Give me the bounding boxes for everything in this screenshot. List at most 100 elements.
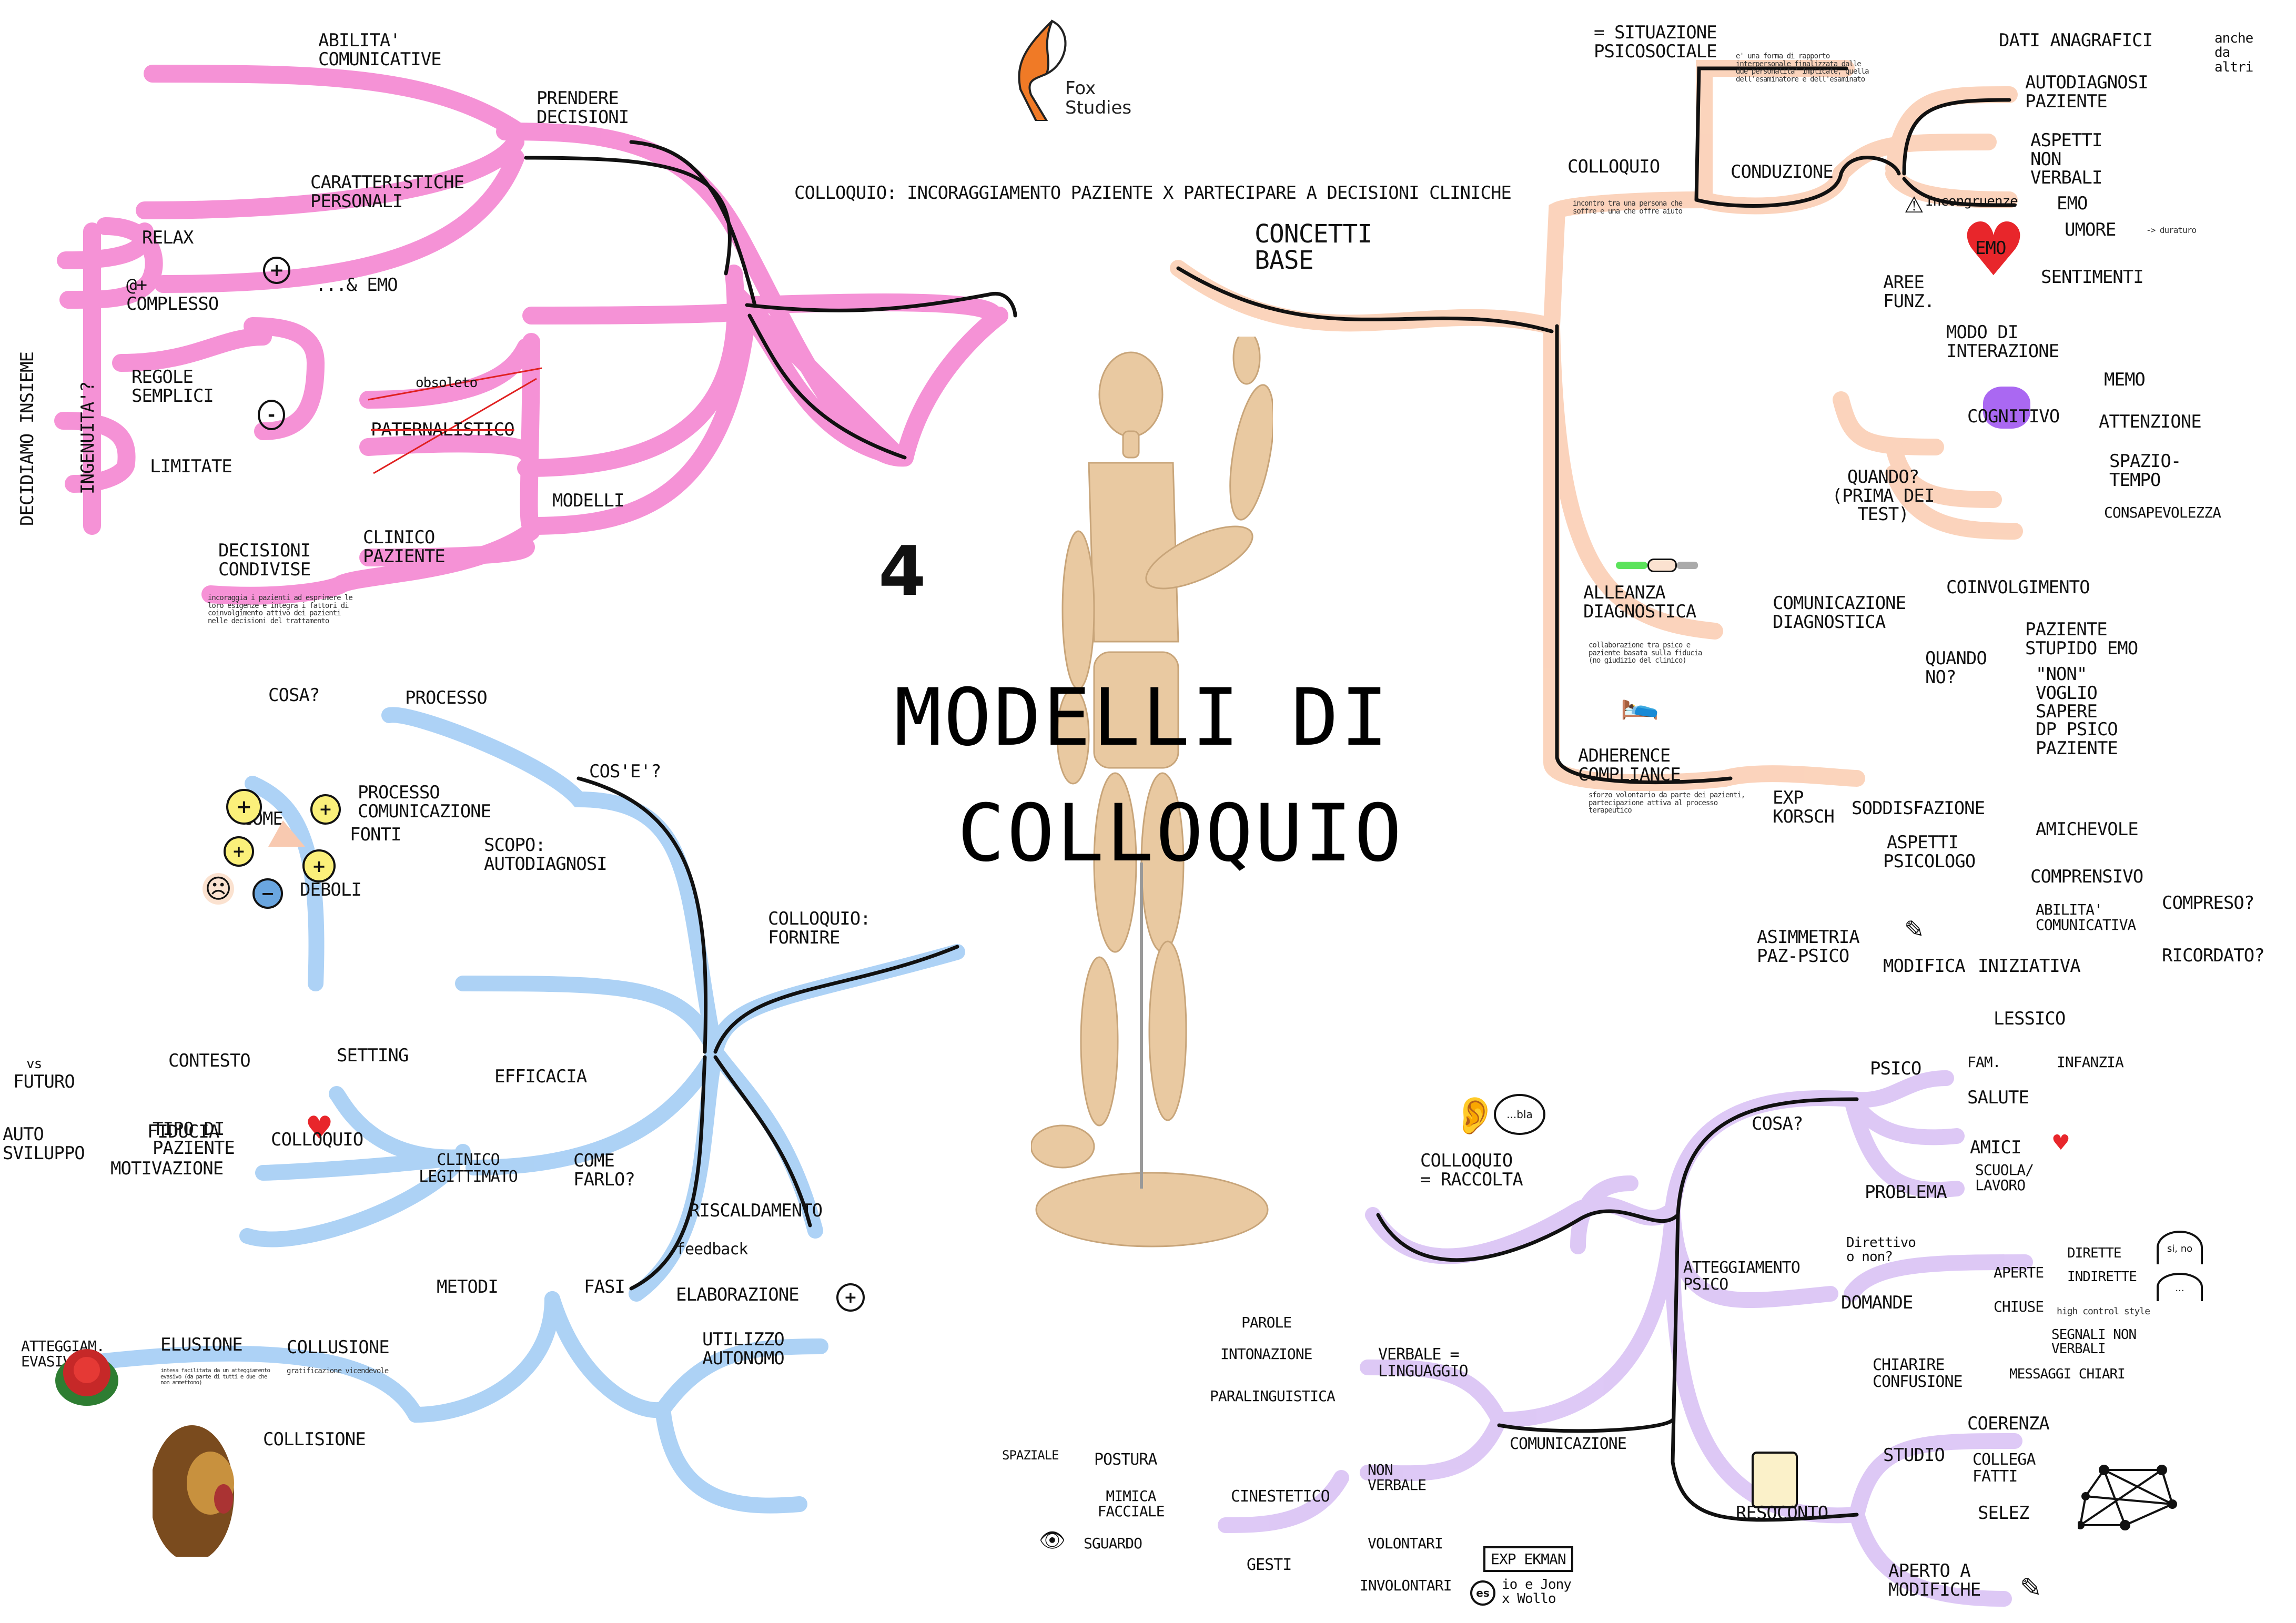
- node-non-verbale: non verbale: [1368, 1461, 1427, 1494]
- node-aspetti-psicologo: Aspetti psicologo: [1883, 832, 1976, 872]
- node-cognitivo: Cognitivo: [1967, 406, 2060, 427]
- node-elusione: Elusione: [160, 1334, 243, 1355]
- node-elaborazione: Elaborazione: [676, 1284, 800, 1305]
- node-parole: Parole: [1241, 1314, 1292, 1331]
- node-infanzia: Infanzia: [2057, 1053, 2124, 1071]
- pink-branch-connectors: [54, 65, 1017, 605]
- node-aperto-a-modifiche: Aperto a modifiche: [1888, 1560, 1981, 1600]
- note-alleanza: collaborazione tra psico e paziente basa…: [1589, 641, 1702, 665]
- node-prendere-decisioni: Prendere decisioni: [537, 88, 629, 128]
- example-badge: es: [1470, 1580, 1495, 1606]
- node-fasi: Fasi: [584, 1276, 625, 1297]
- page-title-line2: Colloquio: [957, 788, 1404, 879]
- node-comprensivo: Comprensivo: [2030, 866, 2143, 887]
- title-number: 4: [878, 531, 926, 611]
- node-domande: Domande: [1841, 1292, 1913, 1313]
- node-quando-no: Quando no?: [1925, 648, 1987, 688]
- blue-root-label: Colloquio: fornire: [768, 908, 871, 948]
- plus-icon: +: [836, 1283, 865, 1312]
- box-exp-ekman: Exp Ekman: [1483, 1546, 1573, 1573]
- node-collega-fatti: Collega fatti: [1973, 1450, 2036, 1486]
- node-selez: Selez: [1978, 1503, 2029, 1524]
- node-fiducia: Fiducia: [147, 1121, 219, 1142]
- note-situazione: e' una forma di rapporto interpersonale …: [1736, 52, 1869, 84]
- fox-tail-icon: [1018, 19, 1067, 122]
- plus-icon: +: [263, 257, 290, 284]
- node-decidiamo-insieme: Decidiamo insieme: [17, 352, 38, 526]
- node-collusione: Collusione: [287, 1337, 390, 1358]
- node-situazione-psicosociale: = Situazione psicosociale: [1594, 22, 1717, 62]
- node-complesso: @+ complesso: [126, 275, 219, 315]
- node-cosa-lilac: Cosa?: [1752, 1113, 1803, 1134]
- node-regole-semplici: Regole semplici: [132, 367, 214, 407]
- node-limitate: Limitate: [150, 456, 232, 477]
- node-compreso: Compreso?: [2162, 892, 2254, 914]
- node-abilita-comunicativa: Abilita' comunicativa: [2036, 901, 2136, 934]
- node-setting: Setting: [337, 1045, 409, 1066]
- warning-icon: ⚠: [1904, 192, 1924, 218]
- node-modo-di-interazione: Modo di interazione: [1946, 322, 2059, 362]
- node-processo: Processo: [405, 687, 488, 708]
- node-soddisfazione: Soddisfazione: [1852, 798, 1985, 819]
- node-salute: Salute: [1967, 1087, 2029, 1108]
- node-aspetti-non-verbali: Aspetti non verbali: [2030, 130, 2102, 189]
- node-quando: Quando? (prima dei test): [1832, 466, 1935, 525]
- note-decisioni-condivise: incoraggia i pazienti ad esprimere le lo…: [208, 594, 353, 626]
- node-gesti: Gesti: [1247, 1556, 1292, 1574]
- node-indirette: Indirette: [2067, 1269, 2137, 1285]
- node-colloquio-blue: Colloquio: [271, 1129, 363, 1150]
- node-motivazione: Motivazione: [110, 1158, 224, 1179]
- note-anche-da-altri: anche da altri: [2214, 31, 2253, 75]
- node-spaziale: Spaziale: [1002, 1448, 1059, 1463]
- node-colloquio: Colloquio: [1567, 156, 1660, 177]
- node-lessico: Lessico: [1994, 1008, 2066, 1029]
- node-cinestetico: Cinestetico: [1231, 1487, 1330, 1506]
- node-paralinguistica: Paralinguistica: [1210, 1387, 1336, 1405]
- node-caratteristiche-personali: Caratteristiche personali: [310, 172, 464, 212]
- node-contesto: Contesto: [168, 1050, 251, 1071]
- node-fam: Fam.: [1967, 1053, 2001, 1071]
- node-exp-korsch: Exp Korsch: [1773, 787, 1835, 827]
- node-dati-anagrafici: Dati anagrafici: [1999, 30, 2153, 51]
- blue-branch-connectors: [87, 707, 965, 1514]
- node-decisioni-condivise: Decisioni condivise: [218, 540, 311, 580]
- fox-studies-logo: Fox Studies: [1015, 16, 1205, 147]
- heart-icon: ♥: [2051, 1131, 2070, 1155]
- note-duraturo: -> duraturo: [2146, 225, 2197, 235]
- plus-icon: +: [224, 836, 254, 867]
- node-paziente-stupido: Paziente stupido EMO: [2025, 619, 2138, 659]
- node-autodiagnosi-paziente: Autodiagnosi paziente: [2025, 72, 2149, 112]
- minus-icon: -: [258, 400, 285, 430]
- plus-icon: +: [226, 789, 262, 825]
- logo-text-line1: Fox: [1065, 78, 1096, 99]
- pencil-icon: ✎: [1904, 915, 1925, 944]
- node-clinico-legittimato: Clinico legittimato: [419, 1151, 518, 1186]
- node-futuro: Futuro: [13, 1071, 75, 1092]
- node-comunicazione-diagnostica: Comunicazione diagnostica: [1773, 593, 1906, 633]
- sad-face-icon: ☹: [203, 873, 234, 905]
- node-iniziativa: Iniziativa: [1978, 956, 2081, 977]
- node-deboli: Deboli: [300, 879, 362, 900]
- node-chiuse: Chiuse: [1994, 1298, 2044, 1315]
- node-consapevolezza: Consapevolezza: [2104, 504, 2221, 521]
- speech-bubble-icon: si, no: [2157, 1231, 2203, 1264]
- wooden-mannequin-image: [1031, 337, 1273, 1247]
- node-atteggiamento-psico: Atteggiamento psico: [1683, 1259, 1801, 1294]
- page-title-line1: Modelli di: [894, 672, 1391, 764]
- node-umore: Umore: [2065, 219, 2116, 240]
- node-emo-sub: EMO: [2057, 193, 2088, 214]
- node-dirette: Dirette: [2067, 1245, 2122, 1261]
- heart-icon: ♥: [1960, 207, 2027, 293]
- speech-bubble-icon: ...bla: [1494, 1094, 1545, 1135]
- node-abilita-comunicative: Abilita' comunicative: [318, 30, 442, 70]
- node-involontari: Involontari: [1360, 1577, 1452, 1594]
- node-asimmetria: Asimmetria paz-psico: [1757, 927, 1860, 967]
- node-emo: ...& EMO: [316, 275, 398, 296]
- node-scuola-lavoro: Scuola/ lavoro: [1975, 1161, 2034, 1194]
- node-emo-heart: EMO: [1975, 238, 2006, 259]
- node-come-farlo: Come farlo?: [573, 1150, 635, 1190]
- node-messaggi-chiari: Messaggi chiari: [2009, 1366, 2126, 1382]
- note-colloquio: incontro tra una persona che soffre e un…: [1573, 199, 1683, 216]
- node-ingenuita: Ingenuita'?: [77, 381, 98, 494]
- node-utilizzo-autonomo: Utilizzo autonomo: [702, 1329, 785, 1369]
